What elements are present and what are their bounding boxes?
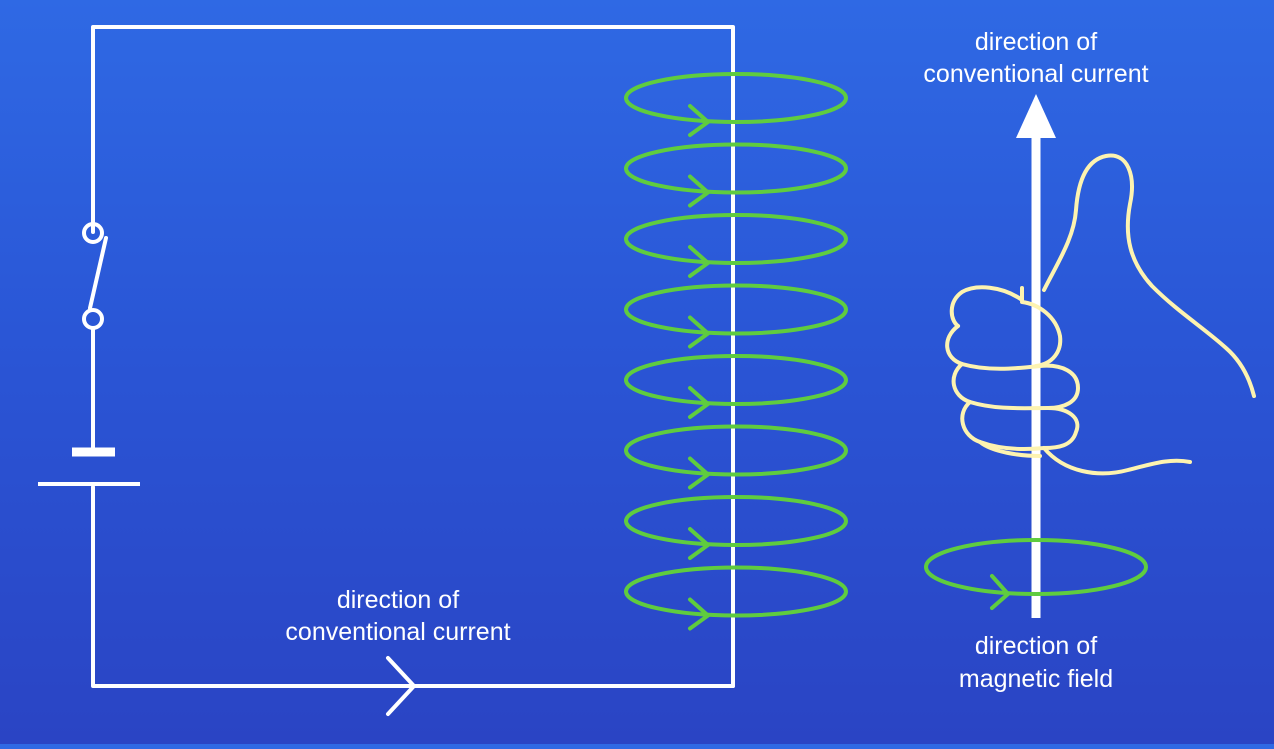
field-direction-arrow-icon xyxy=(688,174,710,208)
field-direction-arrow-icon xyxy=(688,386,710,419)
field-loop xyxy=(624,495,848,560)
field-direction-arrow-icon xyxy=(688,527,710,560)
field-loop-ellipse xyxy=(624,354,848,406)
field-direction-arrow-icon xyxy=(688,245,710,278)
field-label-line2: magnetic field xyxy=(959,665,1113,693)
field-loop-ellipse xyxy=(624,213,848,265)
field-loop xyxy=(624,283,848,349)
current-direction-arrow-icon xyxy=(386,656,416,716)
switch-symbol-icon xyxy=(82,222,108,330)
field-loop-ellipse xyxy=(624,495,848,547)
field-loop xyxy=(624,565,848,631)
field-direction-arrow-icon xyxy=(688,456,710,490)
thumb-current-arrow xyxy=(1016,94,1056,618)
right-hand-icon xyxy=(945,153,1256,476)
field-loop xyxy=(624,72,848,137)
field-loop xyxy=(624,424,848,490)
circuit-current-label-line2: conventional current xyxy=(285,618,510,646)
circuit-wire-bottom xyxy=(91,485,735,688)
battery-cell-icon xyxy=(38,447,140,486)
field-loop-ellipse xyxy=(624,72,848,124)
field-direction-arrow-icon xyxy=(688,315,710,349)
field-direction-arrow-icon xyxy=(990,574,1010,610)
field-direction-arrow-icon xyxy=(688,597,710,631)
field-loop-ellipse xyxy=(624,283,848,336)
field-direction-arrow-icon xyxy=(688,104,710,137)
field-label-line1: direction of xyxy=(975,632,1097,660)
field-loop-ellipse xyxy=(624,142,848,195)
field-loop xyxy=(624,142,848,208)
circuit-current-label-line1: direction of xyxy=(337,586,459,614)
magnetic-field-loops xyxy=(624,72,848,631)
field-loop-ellipse xyxy=(624,424,848,477)
thumb-field-loop xyxy=(924,538,1148,610)
up-arrow-icon xyxy=(1016,94,1056,138)
thumb-current-label-line2: conventional current xyxy=(923,60,1148,88)
field-loop xyxy=(624,354,848,419)
field-loop-ellipse xyxy=(624,565,848,618)
field-loop xyxy=(624,213,848,278)
thumb-current-label-line1: direction of xyxy=(975,28,1097,56)
